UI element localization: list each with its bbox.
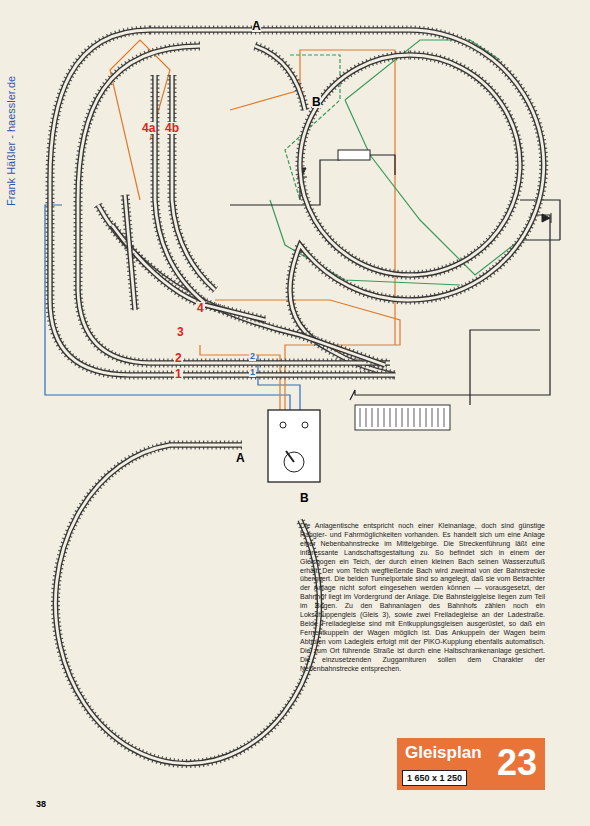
track-number: 1: [174, 368, 183, 380]
track: [150, 30, 544, 375]
feeder-number: 2: [249, 352, 256, 361]
track: [98, 205, 385, 365]
track: [50, 30, 395, 375]
diode: [542, 213, 551, 223]
scale-box: 1 650 x 1 250: [402, 770, 467, 786]
track: [172, 75, 215, 290]
track: [125, 195, 135, 310]
track: [50, 30, 395, 375]
track-number: 4b: [164, 122, 180, 134]
terminal-strip: [355, 405, 450, 430]
track: [55, 445, 319, 764]
node-text: 23: [497, 742, 537, 784]
track: [98, 205, 385, 365]
track: [125, 195, 135, 310]
track: [255, 46, 305, 110]
relay: [338, 150, 370, 160]
controller: [268, 410, 320, 482]
track: [172, 75, 215, 290]
watermark: Frank Häßler - haessler.de: [6, 76, 17, 206]
connection-letter: B: [312, 96, 321, 108]
track: [55, 445, 319, 764]
connection-letter: A: [252, 20, 261, 32]
title-band: Gleisplan 23 1 650 x 1 250: [397, 738, 545, 790]
track: [300, 55, 520, 275]
track: [255, 46, 305, 110]
track-number: 2: [174, 352, 183, 364]
track-number: 3: [176, 326, 185, 338]
description-text: Die Anlagentische entspricht noch einer …: [300, 522, 545, 673]
track: [172, 75, 215, 290]
connection-letter: B: [300, 492, 309, 504]
wiring: [45, 40, 560, 410]
track: [98, 205, 385, 365]
feeder-number: 1: [249, 368, 256, 377]
node-text: Gleisplan: [405, 743, 482, 763]
track: [50, 30, 395, 375]
track: [125, 195, 135, 310]
track: [255, 46, 305, 110]
track: [150, 30, 544, 375]
node-text: 1 650 x 1 250: [407, 773, 462, 783]
track: [150, 30, 544, 375]
track: [300, 55, 520, 275]
track: [55, 445, 319, 764]
track-number: 4: [196, 302, 205, 314]
connection-letter: A: [236, 452, 245, 464]
track-number: 4a: [141, 122, 156, 134]
track: [300, 55, 520, 275]
page-number: 38: [36, 800, 46, 809]
